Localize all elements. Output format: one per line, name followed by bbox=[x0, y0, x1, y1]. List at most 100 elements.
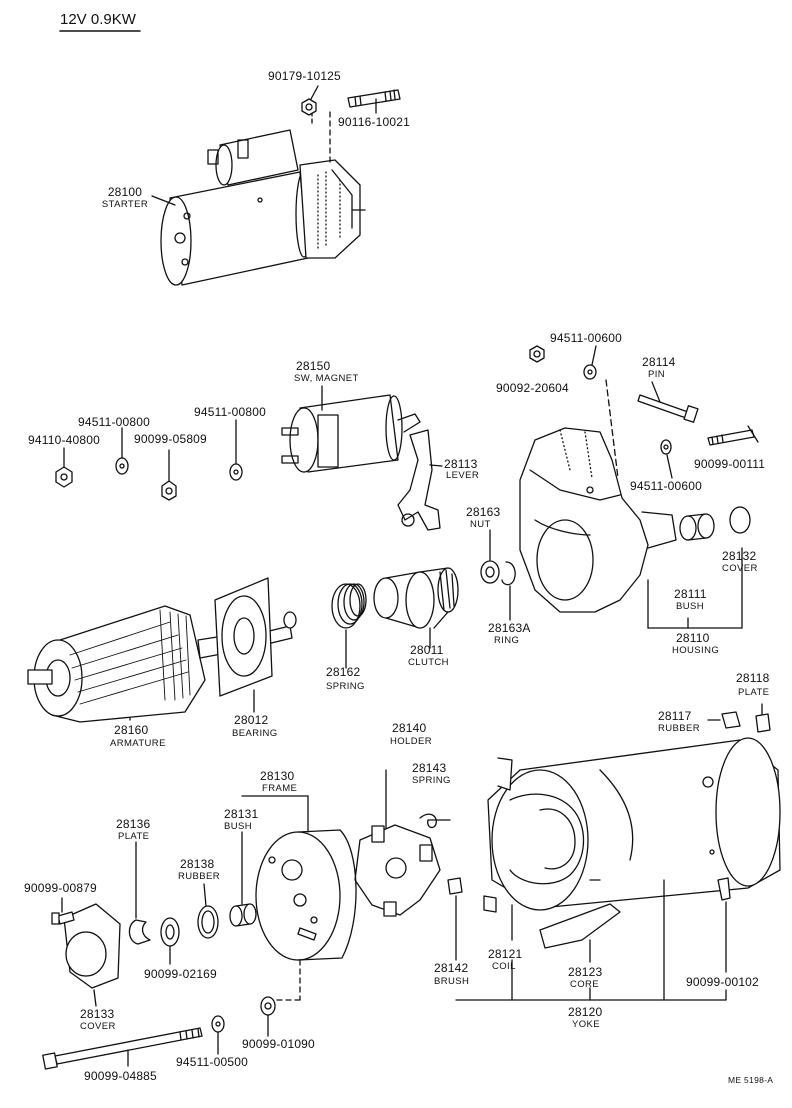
drawing-reference-code: ME 5198-A bbox=[728, 1075, 774, 1085]
bush-28131-drawing bbox=[229, 831, 257, 927]
dashed-line-housing-bolt bbox=[605, 379, 619, 479]
washer-94511-00600b-drawing bbox=[660, 439, 673, 479]
label-28011: 28011 bbox=[410, 643, 444, 657]
nut-90092-20604-drawing bbox=[529, 345, 545, 363]
diagram-title: 12V 0.9KW bbox=[60, 11, 136, 28]
bush-28111-drawing bbox=[679, 513, 715, 541]
starter-assembly-drawing bbox=[160, 111, 366, 286]
label-28143: 28143 bbox=[412, 761, 447, 775]
through-bolt-90099-04885-drawing bbox=[42, 1027, 203, 1070]
cover-28132-drawing bbox=[729, 506, 751, 629]
name-28162: SPRING bbox=[326, 681, 365, 692]
name-28100: STARTER bbox=[101, 199, 149, 210]
washer-94511-00800a-drawing bbox=[115, 427, 129, 475]
brush-28142-drawing bbox=[447, 877, 463, 961]
label-90099-02169: 90099-02169 bbox=[144, 967, 217, 981]
label-28111: 28111 bbox=[674, 587, 707, 601]
label-28117: 28117 bbox=[658, 709, 692, 723]
name-28121: COIL bbox=[492, 961, 516, 972]
washer-94511-00500-drawing bbox=[211, 1015, 225, 1055]
name-28132: COVER bbox=[722, 563, 758, 574]
label-90179-10125: 90179-10125 bbox=[268, 69, 341, 83]
label-90092-20604: 90092-20604 bbox=[496, 381, 569, 395]
name-28011: CLUTCH bbox=[408, 657, 449, 668]
label-94511-00500: 94511-00500 bbox=[176, 1055, 249, 1069]
name-28150: SW, MAGNET bbox=[294, 373, 359, 384]
plate-28136-drawing bbox=[128, 841, 151, 945]
label-28133: 28133 bbox=[80, 1007, 115, 1021]
name-28012: BEARING bbox=[232, 728, 278, 739]
leader-28100 bbox=[151, 195, 176, 206]
nut-90099-05809-drawing bbox=[161, 449, 177, 501]
name-28136: PLATE bbox=[118, 831, 150, 842]
label-28163A: 28163A bbox=[488, 621, 531, 635]
name-28143: SPRING bbox=[412, 775, 451, 786]
label-28113: 28113 bbox=[444, 457, 478, 471]
name-28111: BUSH bbox=[676, 601, 704, 612]
washer-94511-00600a-drawing bbox=[583, 345, 597, 380]
name-28123: CORE bbox=[570, 979, 600, 990]
rubber-28138-drawing bbox=[197, 883, 219, 939]
rubber-28117-drawing bbox=[707, 711, 741, 729]
label-90099-04885: 90099-04885 bbox=[84, 1069, 157, 1083]
washer-94511-00800b-drawing bbox=[229, 419, 243, 481]
label-94511-00800a: 94511-00800 bbox=[78, 415, 151, 429]
label-28110: 28110 bbox=[676, 631, 710, 645]
label-90099-05809: 90099-05809 bbox=[134, 432, 207, 446]
label-28131: 28131 bbox=[224, 807, 259, 821]
core-28123-drawing bbox=[539, 903, 621, 963]
name-28114: PIN bbox=[648, 369, 666, 380]
spring-28143-drawing bbox=[419, 813, 451, 829]
label-90099-00879: 90099-00879 bbox=[24, 881, 97, 895]
label-90099-01090: 90099-01090 bbox=[242, 1037, 315, 1051]
housing-bracket-lines bbox=[647, 579, 743, 629]
label-94511-00800b: 94511-00800 bbox=[194, 405, 267, 419]
screw-90099-00879-drawing bbox=[51, 897, 75, 925]
label-90099-00102: 90099-00102 bbox=[686, 975, 759, 989]
label-28120: 28120 bbox=[568, 1005, 603, 1019]
screw-90099-00102-drawing bbox=[717, 877, 731, 973]
nut-94110-40800-drawing bbox=[55, 447, 73, 488]
name-28163A: RING bbox=[494, 635, 520, 646]
stud-90116-10021-drawing bbox=[347, 89, 401, 114]
name-28130: FRAME bbox=[262, 783, 298, 794]
name-28118: PLATE bbox=[738, 687, 770, 698]
label-90116-10021: 90116-10021 bbox=[338, 115, 411, 129]
label-28163: 28163 bbox=[466, 505, 501, 519]
name-28120: YOKE bbox=[572, 1019, 600, 1030]
label-94110-40800: 94110-40800 bbox=[28, 433, 101, 447]
label-28138: 28138 bbox=[180, 857, 215, 871]
label-28118: 28118 bbox=[736, 671, 770, 685]
plate-28118-drawing bbox=[755, 703, 771, 733]
label-28136: 28136 bbox=[116, 817, 151, 831]
label-28012: 28012 bbox=[234, 713, 269, 727]
armature-drawing bbox=[27, 605, 297, 723]
washer-90099-02169-drawing bbox=[160, 917, 180, 965]
magnet-switch-drawing bbox=[281, 385, 421, 473]
name-28131: BUSH bbox=[224, 821, 252, 832]
label-28140: 28140 bbox=[392, 721, 427, 735]
label-94511-00600b: 94511-00600 bbox=[630, 479, 703, 493]
name-28117: RUBBER bbox=[658, 723, 700, 734]
label-28100: 28100 bbox=[107, 185, 143, 199]
cover-28133-drawing bbox=[63, 903, 121, 1007]
label-28130: 28130 bbox=[260, 769, 295, 783]
brush-holder-drawing bbox=[354, 769, 441, 917]
label-28150: 28150 bbox=[296, 359, 331, 373]
ring-28163A-drawing bbox=[501, 561, 516, 621]
nut-28163-drawing bbox=[480, 529, 500, 584]
label-28114: 28114 bbox=[642, 355, 676, 369]
label-28160: 28160 bbox=[114, 723, 149, 737]
drive-housing-drawing bbox=[519, 427, 677, 613]
nut-90099-01090-drawing bbox=[260, 996, 276, 1037]
name-28113: LEVER bbox=[446, 470, 480, 481]
end-frame-drawing bbox=[241, 795, 357, 961]
name-28138: RUBBER bbox=[178, 871, 220, 882]
label-94511-00600a: 94511-00600 bbox=[550, 331, 623, 345]
yoke-drawing bbox=[483, 737, 781, 913]
spring-28162-drawing bbox=[331, 583, 367, 669]
name-28140: HOLDER bbox=[390, 736, 432, 747]
name-28110: HOUSING bbox=[672, 645, 720, 656]
name-28133: COVER bbox=[80, 1021, 116, 1032]
